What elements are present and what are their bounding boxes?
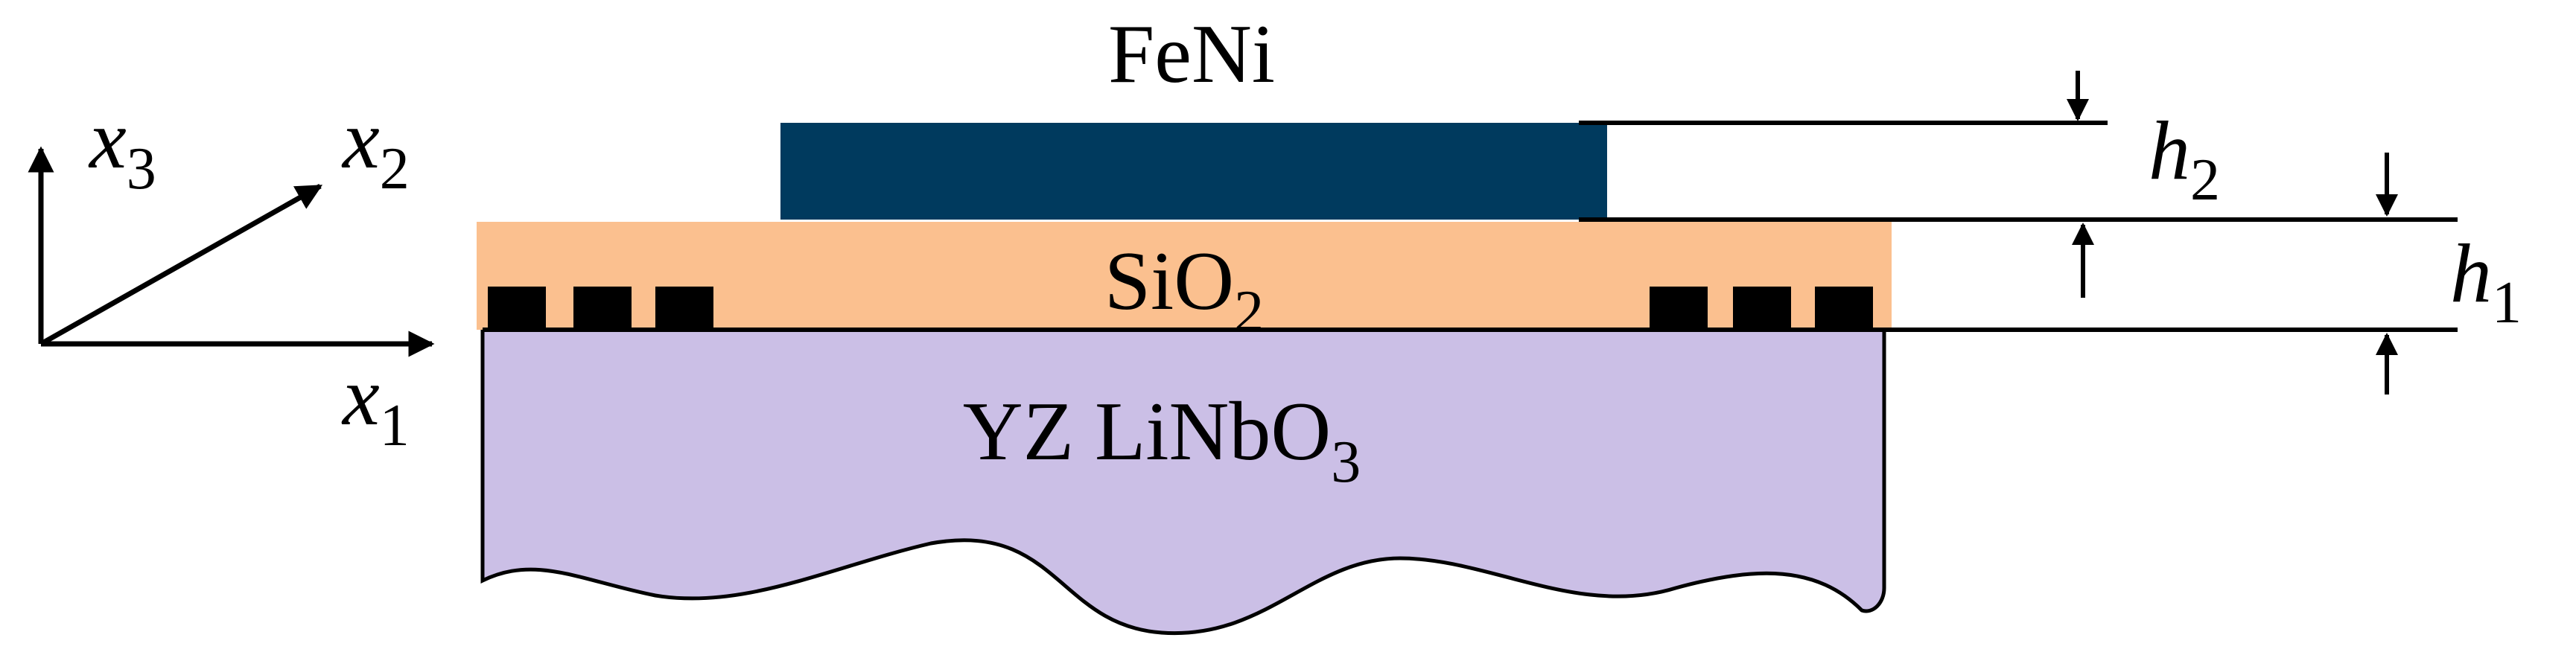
- axis-x3-label-subscript: 3: [127, 136, 156, 202]
- h2-label-subscript: 2: [2190, 147, 2220, 213]
- electrode-right-1: [1650, 287, 1708, 330]
- film-label: FeNi: [1108, 8, 1275, 100]
- electrode-left-1: [488, 287, 546, 330]
- electrode-left-2: [573, 287, 632, 330]
- h1-label: h1: [2450, 228, 2522, 336]
- axis-x1-label: x1: [341, 351, 410, 459]
- axis-x2-line: [39, 183, 323, 347]
- substrate-layer: [480, 328, 1886, 636]
- axis-x3-label: x3: [88, 94, 156, 202]
- film-layer: [780, 123, 1607, 220]
- h2-label: h2: [2149, 105, 2220, 213]
- oxide-label: SiO2: [1104, 235, 1264, 345]
- electrode-left-3: [655, 287, 713, 330]
- axis-x2-label: x2: [341, 94, 410, 202]
- axis-x1-label-subscript: 1: [380, 393, 410, 459]
- substrate-label-subscript: 3: [1331, 429, 1361, 495]
- oxide-label-subscript: 2: [1234, 279, 1264, 345]
- electrode-right-3: [1815, 287, 1873, 330]
- substrate-label: YZ LiNbO3: [963, 386, 1361, 495]
- axis-x2-label-subscript: 2: [380, 136, 410, 202]
- h1-label-subscript: 1: [2492, 270, 2522, 336]
- electrode-right-2: [1733, 287, 1791, 330]
